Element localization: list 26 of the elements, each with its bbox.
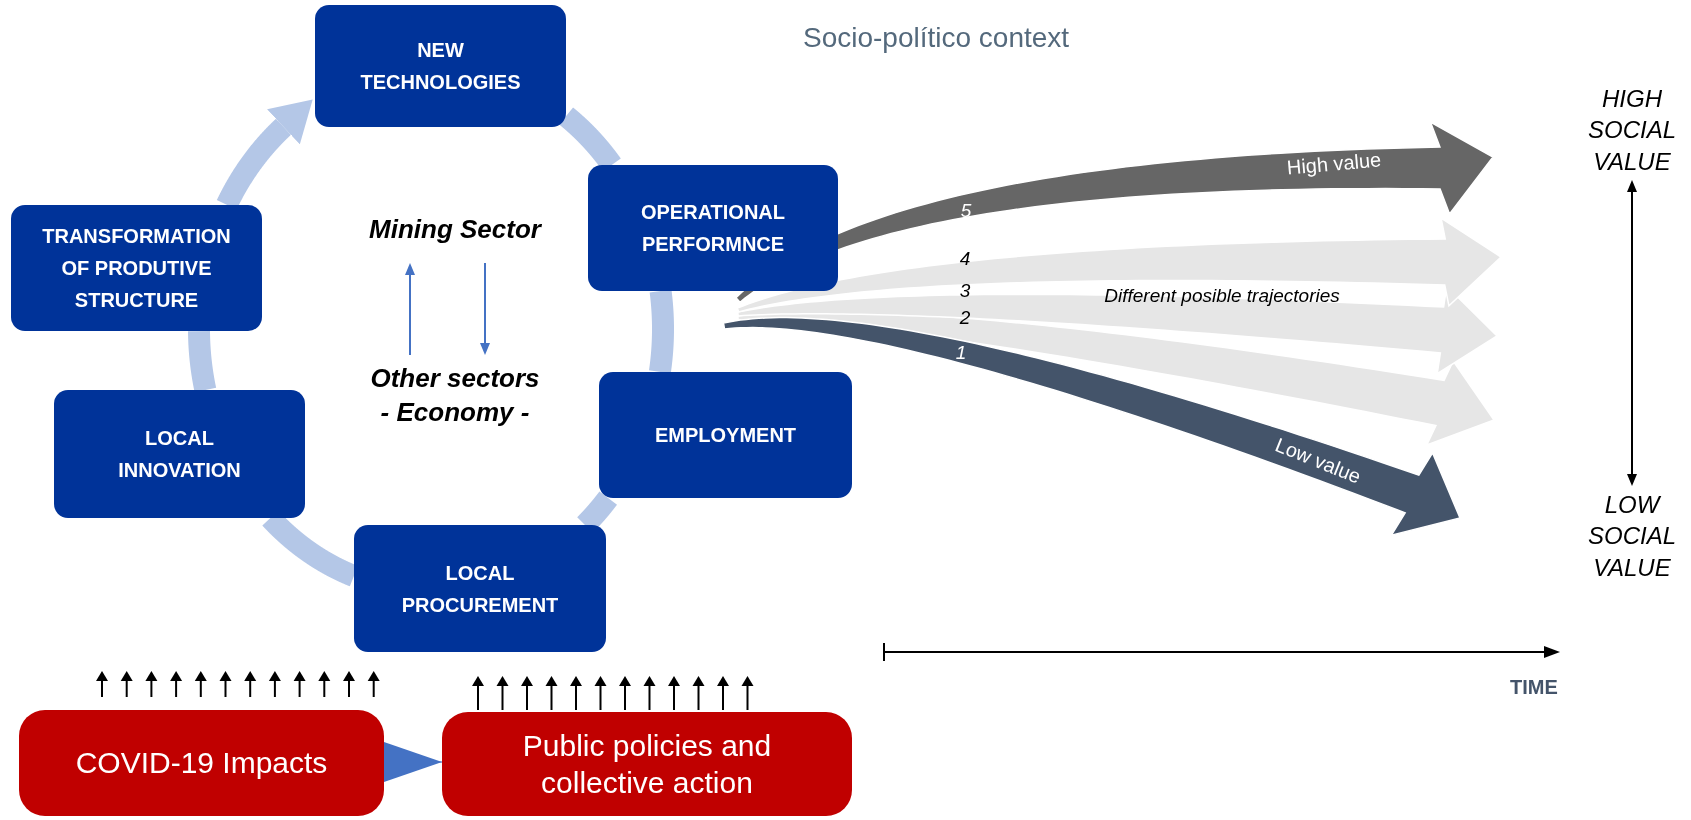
arrow	[405, 265, 415, 356]
trajectory-number: 3	[959, 280, 971, 302]
impact-box: COVID-19 Impacts	[19, 710, 384, 816]
sector-label: Mining Sector	[355, 197, 555, 263]
process-box: NEW TECHNOLOGIES	[315, 5, 566, 127]
axis-label: TIME	[1510, 676, 1558, 699]
trajectory-number: 5	[960, 200, 972, 222]
process-box: LOCAL INNOVATION	[54, 390, 305, 518]
process-box: EMPLOYMENT	[599, 372, 852, 498]
trajectory-number: 2	[959, 307, 971, 329]
process-box: LOCAL PROCUREMENT	[354, 525, 606, 652]
scale-label: HIGH SOCIAL VALUE	[1576, 80, 1688, 180]
trajectory-number: 4	[959, 248, 971, 270]
arrow	[480, 262, 490, 353]
trajectory-label: Low value	[1271, 433, 1365, 489]
arrow	[383, 742, 443, 782]
context-title: Socio-político context	[803, 22, 1070, 54]
trajectory-number: 1	[955, 342, 967, 364]
process-box: OPERATIONAL PERFORMNCE	[588, 165, 838, 291]
trajectory-label: Different posible trajectories	[1104, 285, 1340, 307]
scale-label: LOW SOCIAL VALUE	[1576, 486, 1688, 586]
policy-box: Public policies and collective action	[442, 712, 852, 816]
trajectory-label: High value	[1285, 148, 1383, 180]
arrow	[1627, 182, 1637, 484]
sector-label: Other sectors - Economy -	[366, 355, 544, 437]
process-box: TRANSFORMATION OF PRODUTIVE STRUCTURE	[11, 205, 262, 331]
